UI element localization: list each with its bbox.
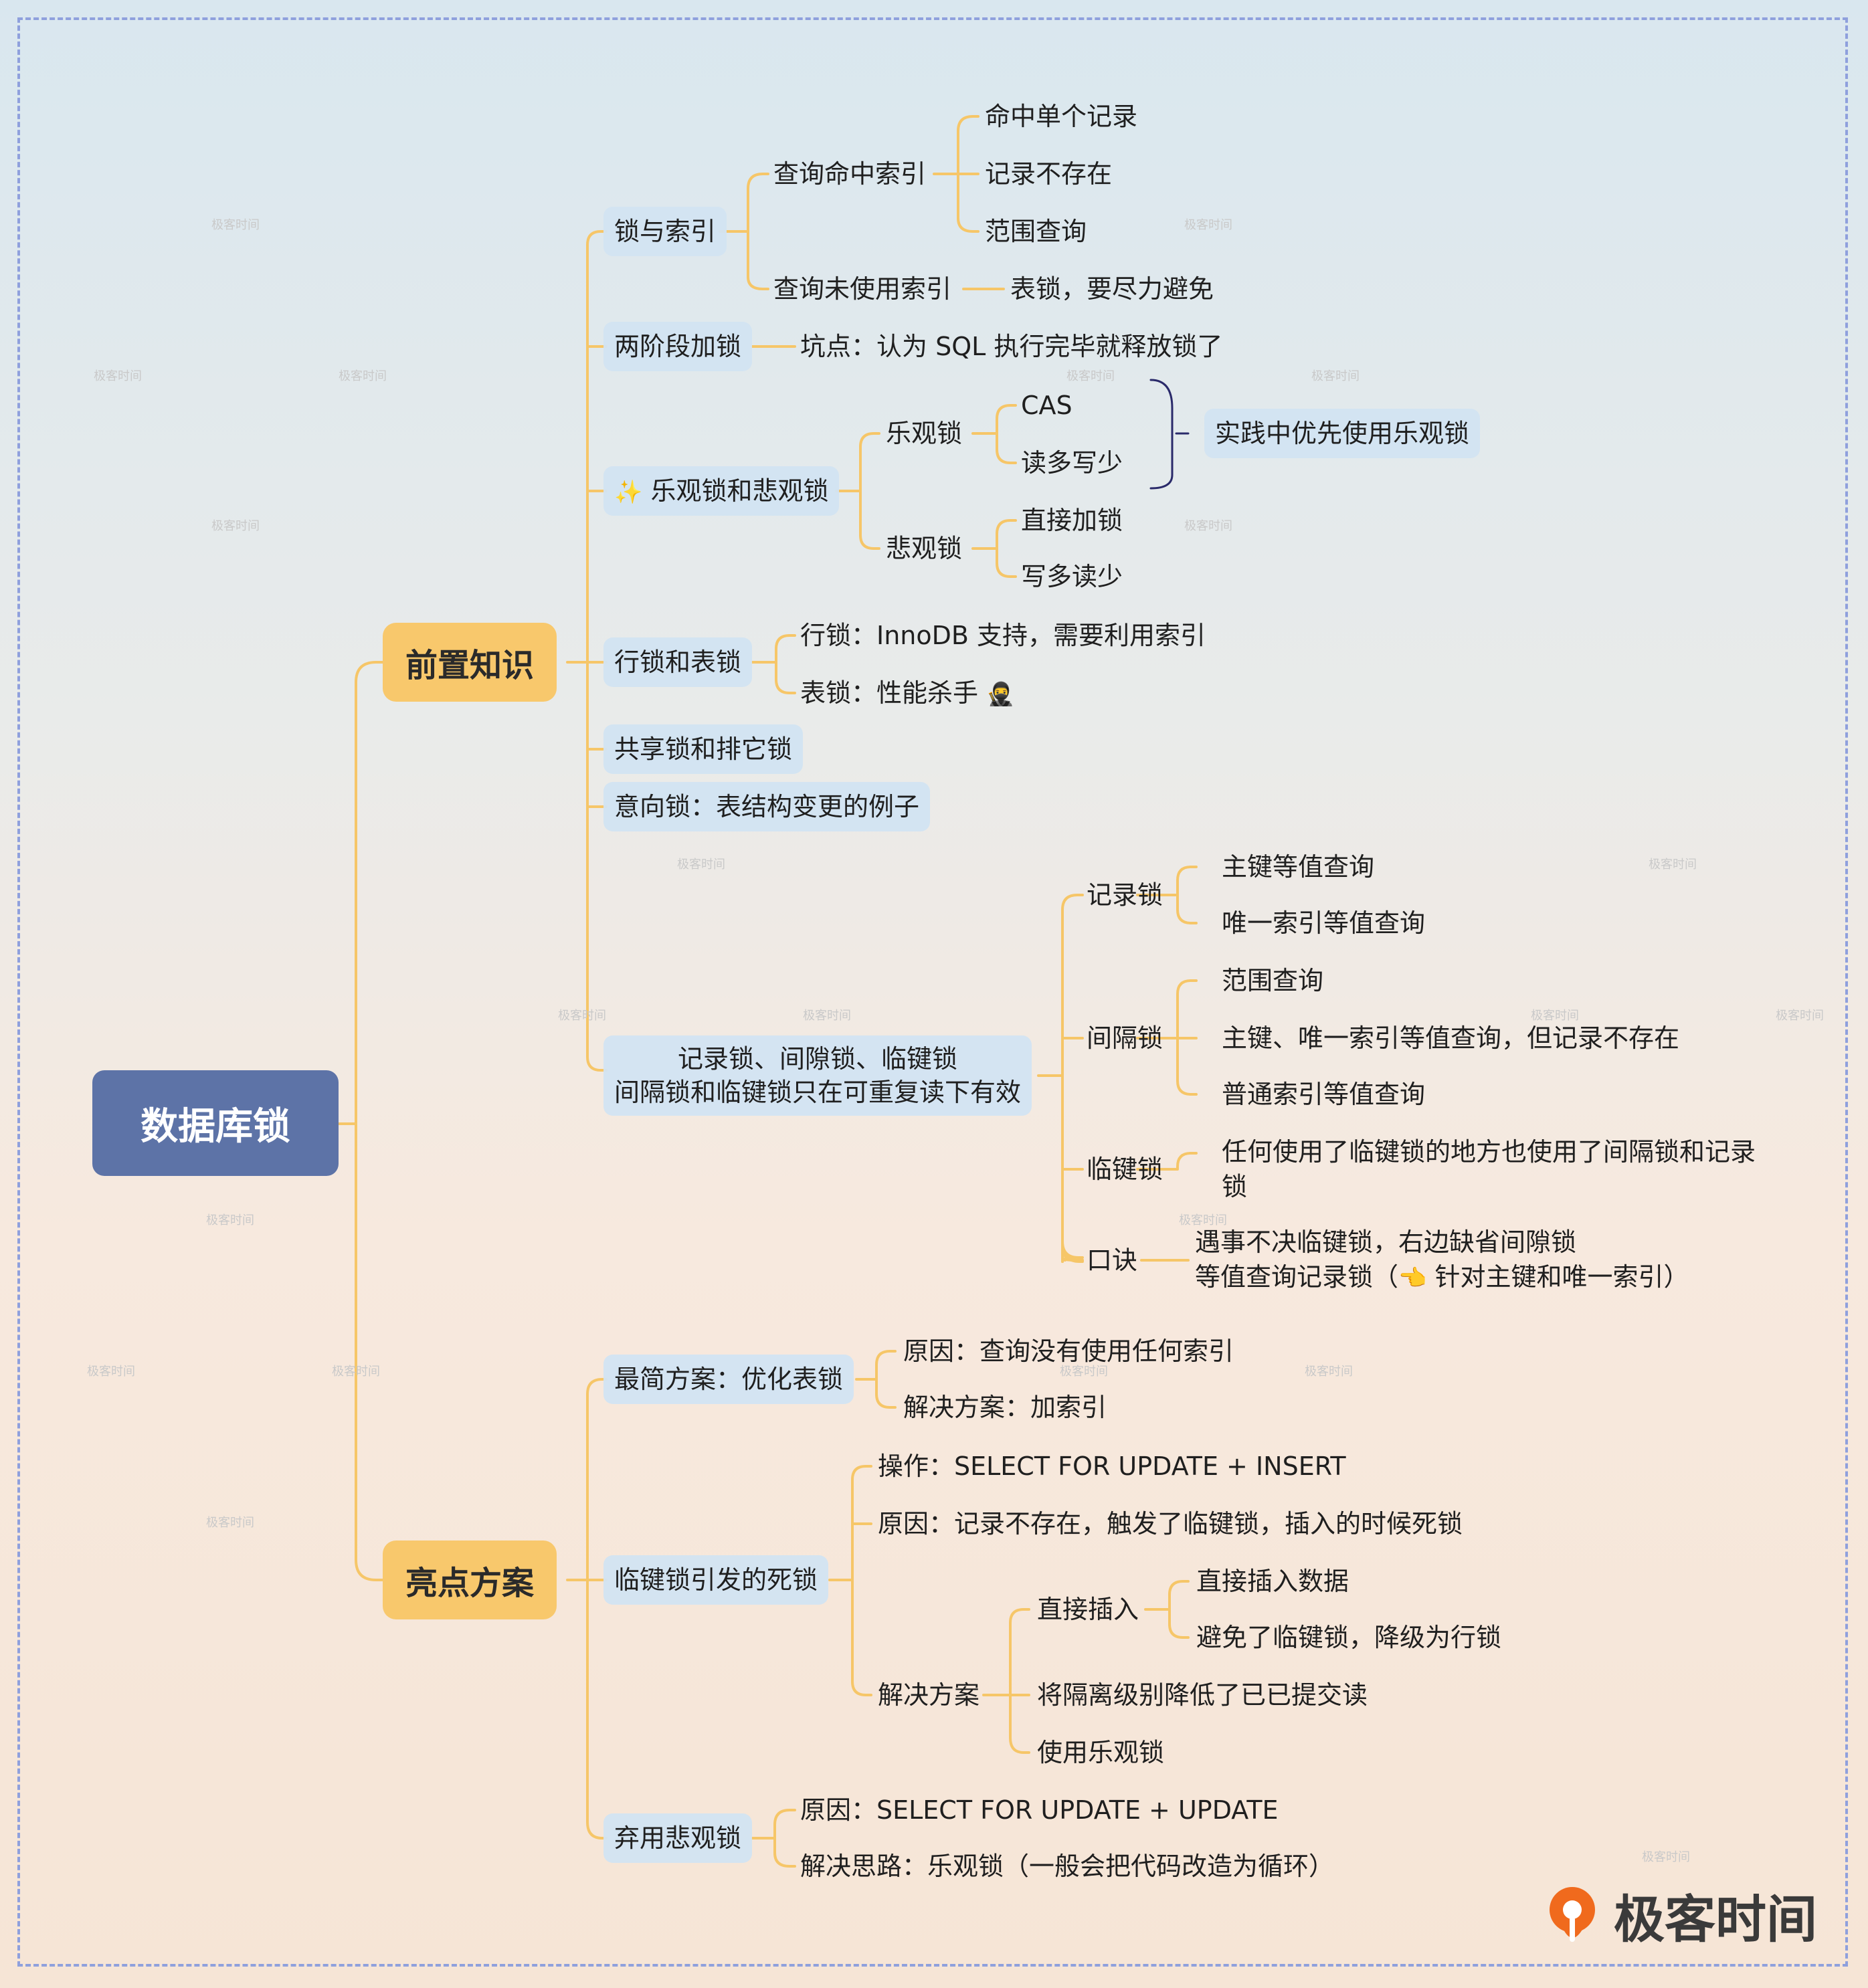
sparkle-icon: ✨ (614, 479, 643, 506)
node-two-phase: 两阶段加锁 (603, 322, 753, 371)
node-abandon-idea: 解决思路：乐观锁（一般会把代码改造为循环） (800, 1852, 1335, 1881)
watermark: 极客时间 (1060, 1365, 1108, 1379)
pointing-hand-icon: 👈 (1398, 1265, 1427, 1292)
node-rgn: 记录锁、间隙锁、临键锁 间隔锁和临键锁只在可重复读下有效 (603, 1035, 1032, 1116)
node-query-no-index: 查询未使用索引 (773, 274, 952, 304)
node-table-lock-avoid: 表锁，要尽力避免 (1010, 274, 1214, 304)
node-row-lock: 行锁：InnoDB 支持，需要利用索引 (800, 621, 1206, 650)
watermark: 极客时间 (206, 1213, 254, 1227)
node-deadlock-cause: 原因：记录不存在，触发了临键锁，插入的时候死锁 (878, 1509, 1463, 1538)
node-highlight: 亮点方案 (383, 1540, 557, 1619)
watermark: 极客时间 (1305, 1365, 1353, 1379)
watermark: 极客时间 (803, 1009, 851, 1023)
node-unique-eq: 唯一索引等值查询 (1222, 908, 1426, 938)
node-simplest-cause: 原因：查询没有使用任何索引 (903, 1336, 1234, 1366)
node-deadlock: 临键锁引发的死锁 (603, 1555, 829, 1605)
node-opt-pes: ✨ 乐观锁和悲观锁 (603, 466, 840, 516)
node-hit-single: 命中单个记录 (985, 102, 1138, 131)
node-pk-eq: 主键等值查询 (1222, 852, 1375, 882)
watermark: 极客时间 (1649, 858, 1697, 872)
node-gap-missing: 主键、唯一索引等值查询，但记录不存在 (1222, 1023, 1680, 1053)
watermark: 极客时间 (206, 1516, 254, 1530)
node-mnemonic-line2: 等值查询记录锁（👈 针对主键和唯一索引） (1195, 1260, 1689, 1296)
node-intent-lock: 意向锁：表结构变更的例子 (603, 782, 931, 831)
watermark: 极客时间 (87, 1365, 135, 1379)
node-direct-insert: 直接插入 (1037, 1595, 1139, 1624)
node-use-optimistic: 使用乐观锁 (1037, 1738, 1165, 1767)
watermark: 极客时间 (558, 1009, 606, 1023)
node-prereq: 前置知识 (383, 623, 557, 702)
node-mnemonic-desc: 遇事不决临键锁，右边缺省间隙锁 等值查询记录锁（👈 针对主键和唯一索引） (1195, 1225, 1689, 1296)
node-simplest-fix: 解决方案：加索引 (903, 1393, 1107, 1422)
node-prefer-optimistic: 实践中优先使用乐观锁 (1204, 409, 1481, 458)
node-abandon-pessimistic: 弃用悲观锁 (603, 1813, 753, 1863)
node-pessimistic: 悲观锁 (886, 534, 963, 563)
node-gap-range: 范围查询 (1222, 966, 1324, 995)
watermark: 极客时间 (1311, 369, 1360, 383)
brand-text: 极客时间 (1614, 1890, 1817, 1949)
watermark: 极客时间 (1531, 1009, 1579, 1023)
node-query-hit-index: 查询命中索引 (773, 159, 927, 189)
node-optimistic: 乐观锁 (886, 419, 963, 448)
node-record-lock: 记录锁 (1087, 880, 1163, 910)
node-rgn-line1: 记录锁、间隙锁、临键锁 (678, 1044, 958, 1074)
watermark: 极客时间 (677, 858, 725, 872)
node-mnemonic-line1: 遇事不决临键锁，右边缺省间隙锁 (1195, 1227, 1577, 1257)
watermark: 极客时间 (1179, 1213, 1227, 1227)
watermark: 极客时间 (94, 369, 142, 383)
node-gap-normal: 普通索引等值查询 (1222, 1080, 1426, 1109)
brand-logo-icon (1550, 1887, 1595, 1942)
node-nextkey-lock: 临键锁 (1087, 1155, 1163, 1184)
node-deadlock-op: 操作：SELECT FOR UPDATE + INSERT (878, 1452, 1346, 1481)
node-mnemonic-line2a: 等值查询记录锁（ (1195, 1262, 1399, 1292)
node-row-table: 行锁和表锁 (603, 637, 753, 687)
node-direct-lock: 直接加锁 (1021, 506, 1123, 535)
node-cas: CAS (1021, 391, 1072, 420)
node-rgn-line2: 间隔锁和临键锁只在可重复读下有效 (614, 1078, 1022, 1107)
watermark: 极客时间 (1776, 1009, 1824, 1023)
dashed-frame (17, 17, 1848, 1967)
node-deadlock-solution: 解决方案 (878, 1680, 980, 1710)
node-mnemonic: 口诀 (1087, 1246, 1138, 1275)
watermark: 极客时间 (1184, 519, 1232, 533)
node-shared-exclusive: 共享锁和排它锁 (603, 724, 804, 774)
node-record-missing: 记录不存在 (985, 159, 1113, 189)
node-two-phase-pitfall: 坑点：认为 SQL 执行完毕就释放锁了 (800, 332, 1223, 361)
ninja-icon: 🥷 (986, 681, 1015, 708)
watermark: 极客时间 (1184, 218, 1232, 232)
node-nextkey-line2: 锁 (1222, 1172, 1248, 1201)
watermark: 极客时间 (1642, 1850, 1690, 1864)
watermark: 极客时间 (339, 369, 387, 383)
node-nextkey-line1: 任何使用了临键锁的地方也使用了间隔锁和记录 (1222, 1137, 1756, 1167)
node-avoid-nextkey: 避免了临键锁，降级为行锁 (1196, 1623, 1502, 1652)
watermark: 极客时间 (1066, 369, 1115, 383)
node-read-heavy: 读多写少 (1021, 448, 1123, 478)
node-nextkey-desc: 任何使用了临键锁的地方也使用了间隔锁和记录 锁 (1222, 1134, 1756, 1204)
node-direct-insert-data: 直接插入数据 (1196, 1567, 1349, 1596)
watermark: 极客时间 (211, 218, 260, 232)
node-range-query: 范围查询 (985, 217, 1087, 246)
watermark: 极客时间 (211, 519, 260, 533)
node-table-lock: 表锁：性能杀手 🥷 (800, 680, 1014, 706)
node-table-lock-text: 表锁：性能杀手 (800, 678, 979, 708)
node-opt-pes-label: 乐观锁和悲观锁 (650, 476, 829, 506)
node-mnemonic-line2b: 针对主键和唯一索引） (1426, 1262, 1689, 1292)
node-simplest: 最简方案：优化表锁 (603, 1355, 854, 1404)
node-lower-isolation: 将隔离级别降低了已已提交读 (1037, 1680, 1368, 1710)
node-write-heavy: 写多读少 (1021, 562, 1123, 591)
brand-logo: 极客时间 (1543, 1878, 1817, 1952)
node-abandon-cause: 原因：SELECT FOR UPDATE + UPDATE (800, 1795, 1279, 1825)
root-node: 数据库锁 (92, 1070, 339, 1176)
node-lock-index: 锁与索引 (603, 207, 727, 256)
node-gap-lock: 间隔锁 (1087, 1023, 1163, 1053)
watermark: 极客时间 (332, 1365, 380, 1379)
